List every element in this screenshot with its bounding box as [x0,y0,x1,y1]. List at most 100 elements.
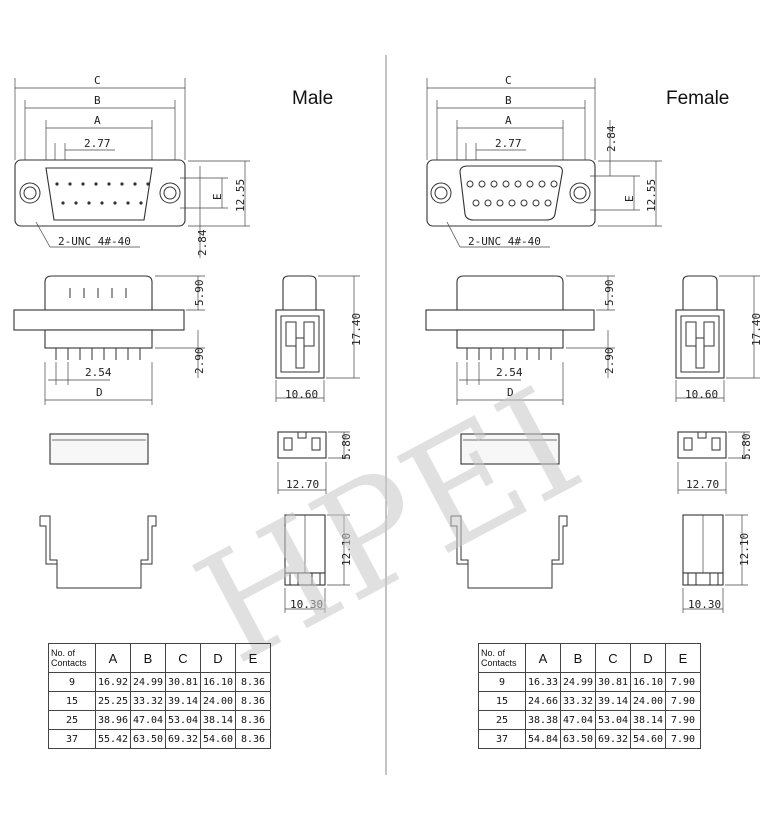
male-title: Male [292,88,333,109]
male-dim-pitch-bottom: 2.54 [85,366,112,379]
table-header-cell: E [665,643,701,673]
male-dim-17-40: 17.40 [350,313,363,346]
table-cell: 15 [478,691,526,711]
male-dim-5-90: 5.90 [193,280,206,307]
male-dim-pitch-top: 2.77 [84,137,111,150]
female-dim-2-90: 2.90 [603,348,616,375]
male-dim-e: E [211,193,224,200]
table-cell: 7.90 [665,691,701,711]
table-cell: 39.14 [165,691,201,711]
female-strip-view [460,433,560,465]
male-end-view [275,275,325,379]
male-front-view [14,159,186,227]
table-cell: 9 [478,672,526,692]
table-cell: 37 [478,729,526,749]
female-title: Female [666,88,729,109]
male-side-dimensions [35,160,250,258]
male-dim-d: D [96,386,103,399]
table-cell: 24.99 [130,672,166,692]
male-unc-label: 2-UNC 4#-40 [58,235,131,248]
table-cell: 30.81 [165,672,201,692]
female-cover-view [450,515,568,589]
table-header-row: No. of Contacts A B C D E [48,643,271,673]
table-header-cell: D [630,643,666,673]
female-end-view [675,275,725,379]
table-cell: 24.99 [560,672,596,692]
table-cell: 33.32 [130,691,166,711]
table-cell: 69.32 [595,729,631,749]
table-cell: 38.96 [95,710,131,730]
male-end-dimensions [275,275,360,402]
table-cell: 47.04 [130,710,166,730]
female-dim-12-70: 12.70 [686,478,719,491]
female-profile-view [425,275,595,360]
female-unc-label: 2-UNC 4#-40 [468,235,541,248]
table-cell: 55.42 [95,729,131,749]
male-dim-b: B [94,94,101,107]
male-cover-view [39,515,157,589]
table-cell: 25 [478,710,526,730]
female-strip-end-view [677,431,727,459]
female-end-dimensions [675,275,760,402]
table-cell: 25.25 [95,691,131,711]
female-dim-e: E [623,195,636,202]
table-header-cell: B [560,643,596,673]
female-dim-pitch-top: 2.77 [495,137,522,150]
table-cell: 15 [48,691,96,711]
table-cell: 24.00 [630,691,666,711]
table-header-cell: A [525,643,561,673]
table-header-cell: D [200,643,236,673]
table-cell: 53.04 [595,710,631,730]
table-cell: 63.50 [560,729,596,749]
female-dim-12-55: 12.55 [645,179,658,212]
female-dim-17-40: 17.40 [750,313,763,346]
male-cover-dimensions [284,514,350,613]
male-strip-end-view [277,431,327,459]
table-header-cell: A [95,643,131,673]
male-strip-view [49,433,149,465]
table-cell: 7.90 [665,672,701,692]
table-cell: 53.04 [165,710,201,730]
table-cell: 47.04 [560,710,596,730]
table-header-cell: No. of Contacts [48,643,96,673]
male-profile-view [13,275,185,360]
female-dim-a: A [505,114,512,127]
male-panel: Male C B A 2.77 [13,74,363,613]
table-cell: 25 [48,710,96,730]
female-cover-end-view [682,514,724,586]
male-cover-end-view [284,514,326,586]
male-dim-2-90: 2.90 [193,348,206,375]
female-dim-2-84: 2.84 [605,125,618,152]
female-dim-d: D [507,386,514,399]
male-dim-12-70: 12.70 [286,478,319,491]
table-cell: 8.36 [235,729,271,749]
table-cell: 54.84 [525,729,561,749]
female-side-dimensions [446,120,662,248]
female-dim-10-60: 10.60 [685,388,718,401]
table-cell: 16.10 [200,672,236,692]
table-cell: 16.10 [630,672,666,692]
female-dim-5-80: 5.80 [740,434,753,461]
table-cell: 38.14 [200,710,236,730]
female-profile-dimensions [456,275,615,405]
female-dim-5-90: 5.90 [603,280,616,307]
table-header-cell: No. of Contacts [478,643,526,673]
male-dim-2-84: 2.84 [196,229,209,256]
table-cell: 16.92 [95,672,131,692]
male-dim-c: C [94,74,101,87]
table-cell: 30.81 [595,672,631,692]
male-strip-dimensions [277,431,350,494]
table-cell: 7.90 [665,710,701,730]
female-dim-c: C [505,74,512,87]
table-cell: 8.36 [235,710,271,730]
table-cell: 8.36 [235,691,271,711]
